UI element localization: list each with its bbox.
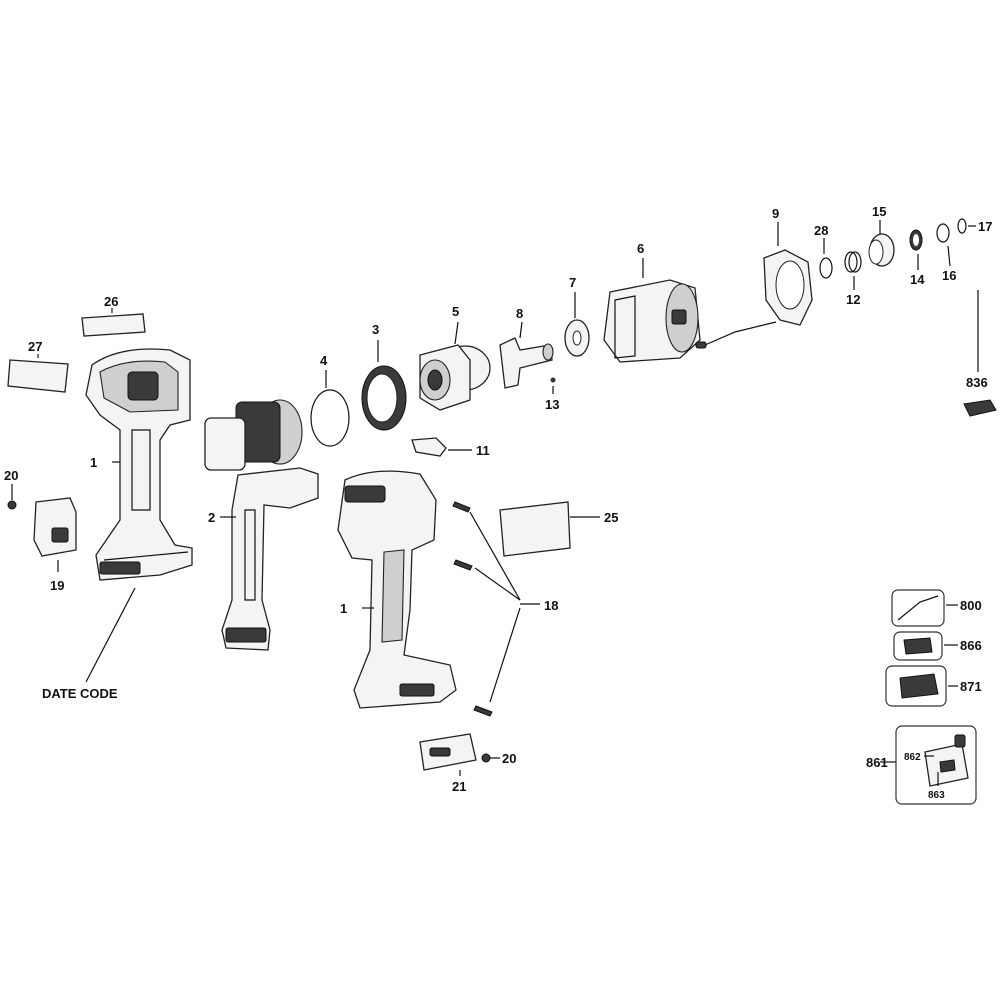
callout-14: 14 [910, 272, 925, 287]
callout-2: 2 [208, 510, 215, 525]
part-27-label: 27 [7, 339, 69, 393]
part-18-screws: 18 [452, 501, 558, 717]
part-8-anvil: 8 [499, 306, 554, 389]
kit-866-battery: 866 [893, 631, 982, 661]
callout-27: 27 [28, 339, 42, 354]
part-9-led-ring: 9 [695, 206, 813, 349]
part-6-hammer-case: 6 [603, 241, 701, 363]
callout-15: 15 [872, 204, 886, 219]
part-7-washer: 7 [564, 275, 590, 357]
callout-13: 13 [545, 397, 559, 412]
part-12-spring: 12 [844, 251, 862, 307]
callout-1-left: 1 [90, 455, 97, 470]
callout-861: 861 [866, 755, 888, 770]
kit-871-charger: 871 [885, 665, 982, 707]
callout-3: 3 [372, 322, 379, 337]
callout-1-right: 1 [340, 601, 347, 616]
callout-16: 16 [942, 268, 956, 283]
part-17-ring: 17 [957, 218, 992, 234]
callout-836: 836 [966, 375, 988, 390]
callout-4: 4 [320, 353, 328, 368]
part-15-sleeve: 15 [868, 204, 895, 267]
callout-28: 28 [814, 223, 828, 238]
callout-12: 12 [846, 292, 860, 307]
part-4-o-ring: 4 [310, 353, 350, 447]
part-11-lever: 11 [411, 437, 490, 458]
part-836-kit: 836 [963, 290, 997, 417]
callout-26: 26 [104, 294, 118, 309]
part-26-label: 26 [81, 294, 146, 337]
callout-862: 862 [904, 752, 921, 763]
callout-11: 11 [476, 443, 490, 458]
callout-18: 18 [544, 598, 558, 613]
part-20-screw-left: 20 [4, 468, 18, 510]
part-1-housing-right: 1 [337, 470, 457, 709]
part-13-ball: 13 [545, 377, 559, 412]
part-14-spring: 14 [909, 229, 925, 287]
callout-20-left: 20 [4, 468, 18, 483]
callout-6: 6 [637, 241, 644, 256]
part-21-cover: 21 [419, 733, 477, 794]
kit-861-case: 861 862 863 [866, 725, 977, 805]
callout-20-right: 20 [502, 751, 516, 766]
callout-800: 800 [960, 598, 982, 613]
part-5-spindle-assembly: 5 [419, 304, 491, 411]
date-code-callout: DATE CODE [42, 587, 136, 701]
callout-25: 25 [604, 510, 618, 525]
callout-863: 863 [928, 790, 945, 801]
callout-5: 5 [452, 304, 459, 319]
part-20-screw-right: 20 [481, 751, 516, 766]
part-3-ring-gear: 3 [361, 322, 407, 431]
callout-7: 7 [569, 275, 576, 290]
date-code-label: DATE CODE [42, 686, 118, 701]
part-1-housing-left: 1 [85, 348, 193, 581]
part-19-belt-clip: 19 [33, 497, 77, 593]
callout-9: 9 [772, 206, 779, 221]
part-16-ring: 16 [936, 223, 956, 283]
callout-866: 866 [960, 638, 982, 653]
callout-21: 21 [452, 779, 466, 794]
callout-17: 17 [978, 219, 992, 234]
part-25-label: 25 [499, 501, 618, 557]
part-2-motor-assembly: 2 [204, 399, 319, 651]
part-28-o-ring: 28 [814, 223, 833, 279]
kit-800-bit: 800 [891, 589, 982, 627]
callout-8: 8 [516, 306, 523, 321]
callout-19: 19 [50, 578, 64, 593]
callout-871: 871 [960, 679, 982, 694]
